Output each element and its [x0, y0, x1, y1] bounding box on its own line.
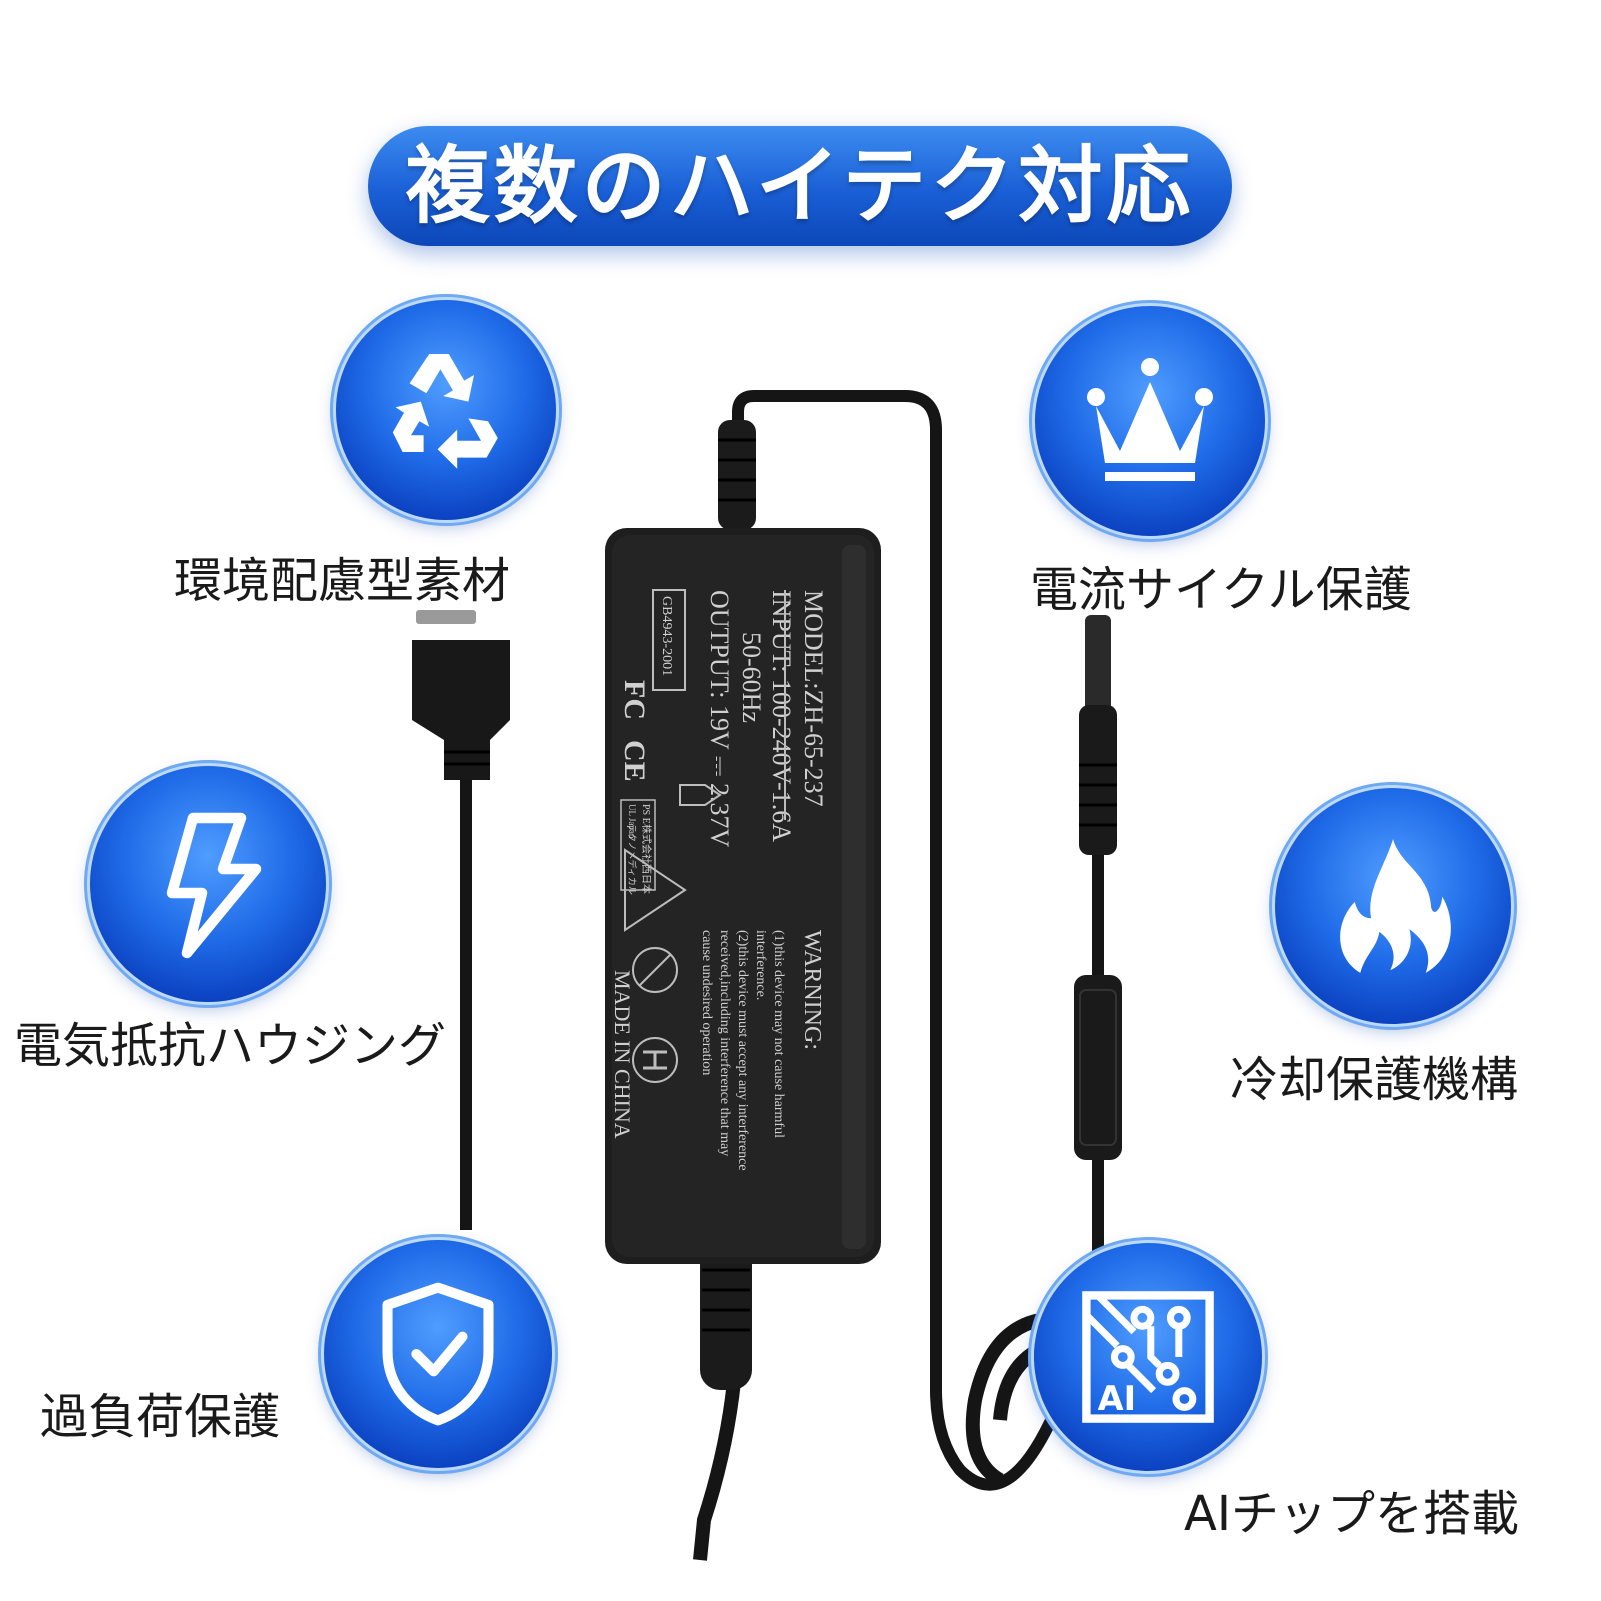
feature-label-current-cycle: 電流サイクル保護 — [1030, 562, 1412, 618]
ferrite-bead — [1074, 975, 1122, 1160]
warning-line: interference. — [753, 930, 768, 1000]
feature-overload — [324, 1240, 552, 1468]
made-in-text: MADE IN CHINA — [610, 970, 635, 1139]
feature-label-overload: 過負荷保護 — [40, 1389, 281, 1445]
warning-line: received,including interference that may — [717, 930, 732, 1156]
warning-title: WARNING: — [799, 930, 825, 1050]
strain-relief-bottom — [700, 1240, 752, 1390]
feature-cooling — [1275, 788, 1511, 1024]
indoor-use-icon — [679, 784, 722, 806]
warning-line: (2)this device must accept any interfere… — [735, 930, 750, 1171]
flame-icon — [1340, 839, 1451, 973]
standard-text: GB4943-2001 — [659, 596, 674, 676]
lightning-icon — [166, 812, 262, 959]
page-title: 複数のハイテク対応 — [405, 137, 1195, 235]
feature-label-ai-chip: AIチップを搭載 — [1184, 1486, 1519, 1542]
title-banner: 複数のハイテク対応 — [368, 126, 1232, 246]
crown-icon — [1087, 358, 1213, 481]
feature-electric-resistance — [90, 766, 326, 1002]
ai-chip-icon: AI — [1082, 1291, 1214, 1423]
pse-mark: PS E — [640, 804, 651, 824]
feature-eco-material — [336, 300, 556, 520]
warning-line: (1)this device may not cause harmful — [771, 930, 786, 1138]
plug-prong-top — [416, 610, 476, 624]
freq-text: 50-60Hz — [737, 632, 766, 723]
hazard-triangle-icon — [624, 848, 687, 932]
fcc-mark: FC — [618, 680, 651, 720]
warning-line: cause undesired operation — [699, 930, 714, 1075]
recycle-icon — [392, 354, 498, 469]
shield-check-icon — [382, 1282, 494, 1426]
model-text: MODEL:ZH-65-237 — [799, 590, 828, 807]
h-mark-icon — [632, 1037, 678, 1083]
adapter-spec-label: MODEL:ZH-65-237 INPUT: 100-240V-1.6A 50-… — [610, 589, 828, 1171]
company-text: 株式会社西日本 — [640, 824, 653, 894]
no-disposal-icon — [632, 947, 678, 993]
feature-current-cycle — [1035, 306, 1265, 536]
feature-ai-chip: AI — [1034, 1243, 1262, 1471]
input-text: INPUT: 100-240V-1.6A — [767, 590, 796, 842]
output-text: OUTPUT: 19V ⎓ 2.37V — [705, 590, 734, 848]
feature-label-cooling: 冷却保護機構 — [1230, 1052, 1519, 1108]
feature-label-eco-material: 環境配慮型素材 — [174, 553, 511, 609]
dc-plug-body — [1079, 705, 1117, 855]
ce-mark: CE — [618, 740, 651, 782]
ul-japan-text: UL Japan — [627, 804, 637, 839]
strain-relief-top — [718, 420, 756, 530]
standard-box — [652, 589, 686, 691]
ai-chip-text: AI — [1098, 1379, 1136, 1418]
feature-label-electric-resistance: 電気抵抗ハウジング — [14, 1018, 447, 1074]
output-cable — [732, 390, 1066, 1491]
company-sub-text: テクノメディカル — [627, 824, 638, 895]
dc-plug-tip — [1085, 615, 1111, 715]
ac-plug-body — [412, 640, 510, 780]
